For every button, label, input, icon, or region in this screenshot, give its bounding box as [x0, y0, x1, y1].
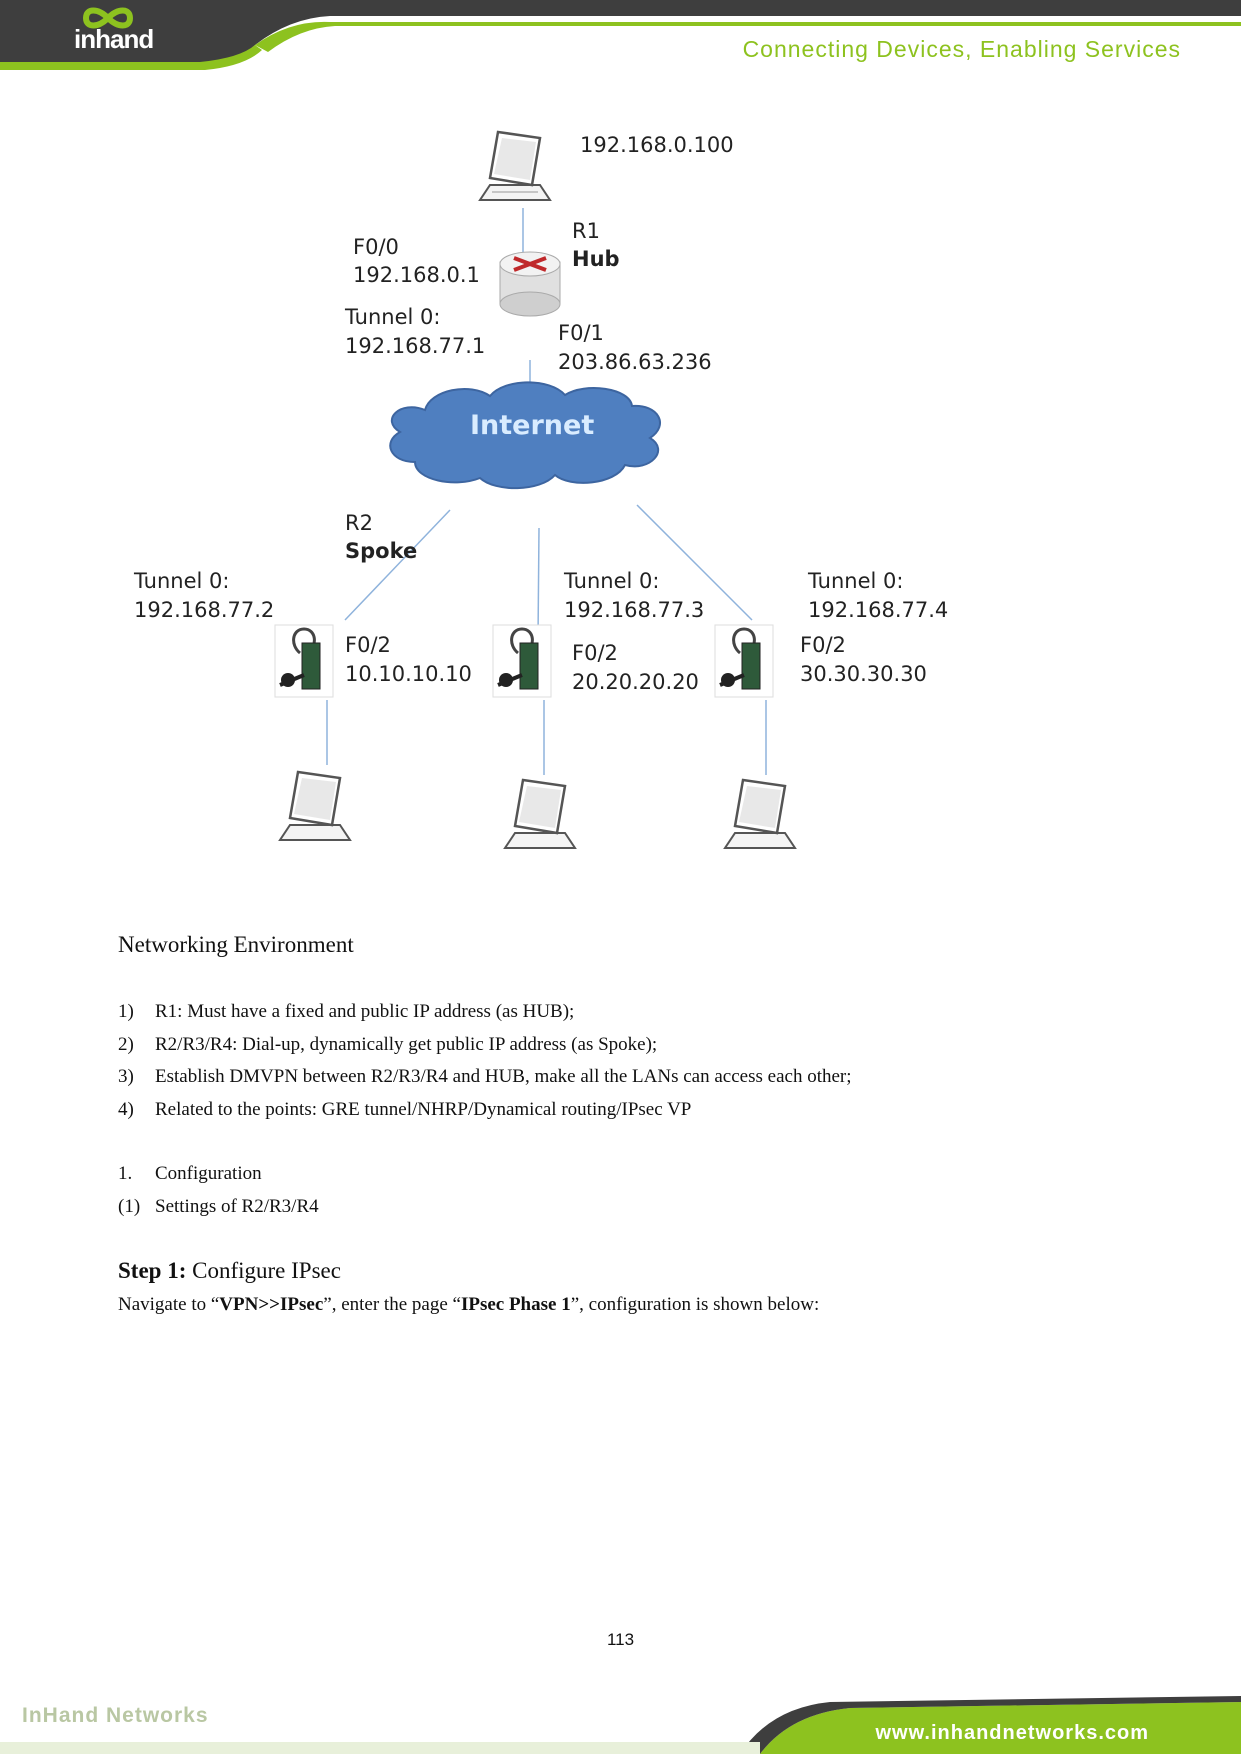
list-item: 2)R2/R3/R4: Dial-up, dynamically get pub… [118, 1033, 658, 1055]
step-heading: Step 1: Configure IPsec [118, 1258, 341, 1284]
list-item: 1.Configuration [118, 1163, 262, 1184]
spoke-r3-lan-ip: 20.20.20.20 [572, 670, 699, 694]
diagram-graphics [274, 130, 797, 849]
internet-label: Internet [470, 410, 595, 441]
spoke-r3-tunnel-iface: Tunnel 0: [564, 569, 660, 593]
page-number: 113 [606, 1630, 635, 1649]
configuration-list: 1.Configuration (1)Settings of R2/R3/R4 [118, 1158, 319, 1223]
spoke-r2-tunnel-iface: Tunnel 0: [134, 569, 230, 593]
industrial-router-icon [714, 624, 774, 698]
cloud-icon [389, 381, 661, 490]
nav-page: IPsec Phase 1 [460, 1294, 571, 1315]
spoke-r2-lan-ip: 10.10.10.10 [345, 662, 472, 686]
hub-name: R1 [572, 219, 600, 243]
footer-banner [0, 1696, 1241, 1754]
spoke-r4-tunnel-ip: 192.168.77.4 [808, 598, 949, 622]
laptop-icon [723, 778, 797, 849]
step-title: Configure IPsec [186, 1258, 341, 1283]
list-item: 1)R1: Must have a fixed and public IP ad… [118, 1001, 575, 1022]
footer-url: www.inhandnetworks.com [875, 1722, 1149, 1744]
list-item: 4)Related to the points: GRE tunnel/NHRP… [118, 1098, 692, 1120]
list-item: 3)Establish DMVPN between R2/R3/R4 and H… [118, 1066, 852, 1087]
spoke-r3-lan-iface: F0/2 [572, 641, 618, 665]
navigation-instruction: Navigate to “VPN>>IPsec”, enter the page… [118, 1294, 820, 1315]
footer-company: InHand Networks [22, 1704, 209, 1727]
spoke-r4-lan-iface: F0/2 [800, 633, 846, 657]
section-title: Networking Environment [118, 932, 354, 957]
laptop-icon [278, 770, 352, 841]
hub-f00-ip: 192.168.0.1 [353, 263, 480, 287]
page-header: inhand Connecting Devices, Enabling Serv… [0, 0, 1241, 70]
header-tagline: Connecting Devices, Enabling Services [742, 36, 1181, 62]
industrial-router-icon [492, 624, 552, 698]
spoke-r2-name: R2 [345, 511, 373, 535]
hub-f01-iface: F0/1 [558, 321, 604, 345]
nav-path: VPN>>IPsec [219, 1294, 324, 1315]
hub-f00-iface: F0/0 [353, 235, 399, 259]
page-footer: InHand Networks www.inhandnetworks.com [0, 1690, 1241, 1754]
list-item: (1)Settings of R2/R3/R4 [118, 1195, 319, 1217]
hub-tunnel-iface: Tunnel 0: [345, 305, 441, 329]
step-label: Step 1: [118, 1258, 187, 1283]
hub-f01-ip: 203.86.63.236 [558, 350, 712, 374]
logo-wordmark: inhand [74, 24, 154, 54]
network-diagram: 192.168.0.100 R1 Hub F0/0 192.168.0.1 Tu… [110, 120, 970, 860]
spoke-r2-tunnel-ip: 192.168.77.2 [134, 598, 275, 622]
spoke-r2-role: Spoke [345, 539, 418, 563]
requirements-list: 1)R1: Must have a fixed and public IP ad… [118, 996, 852, 1126]
top-pc-ip: 192.168.0.100 [580, 133, 734, 157]
hub-role: Hub [572, 247, 620, 271]
router-icon [499, 251, 561, 317]
industrial-router-icon [274, 624, 334, 698]
logo-icon [82, 7, 134, 29]
header-banner [0, 0, 1241, 70]
laptop-icon [478, 130, 552, 201]
laptop-icon [503, 778, 577, 849]
spoke-r4-tunnel-iface: Tunnel 0: [808, 569, 904, 593]
spoke-r2-lan-iface: F0/2 [345, 633, 391, 657]
hub-tunnel-ip: 192.168.77.1 [345, 334, 486, 358]
spoke-r4-lan-ip: 30.30.30.30 [800, 662, 927, 686]
spoke-r3-tunnel-ip: 192.168.77.3 [564, 598, 705, 622]
